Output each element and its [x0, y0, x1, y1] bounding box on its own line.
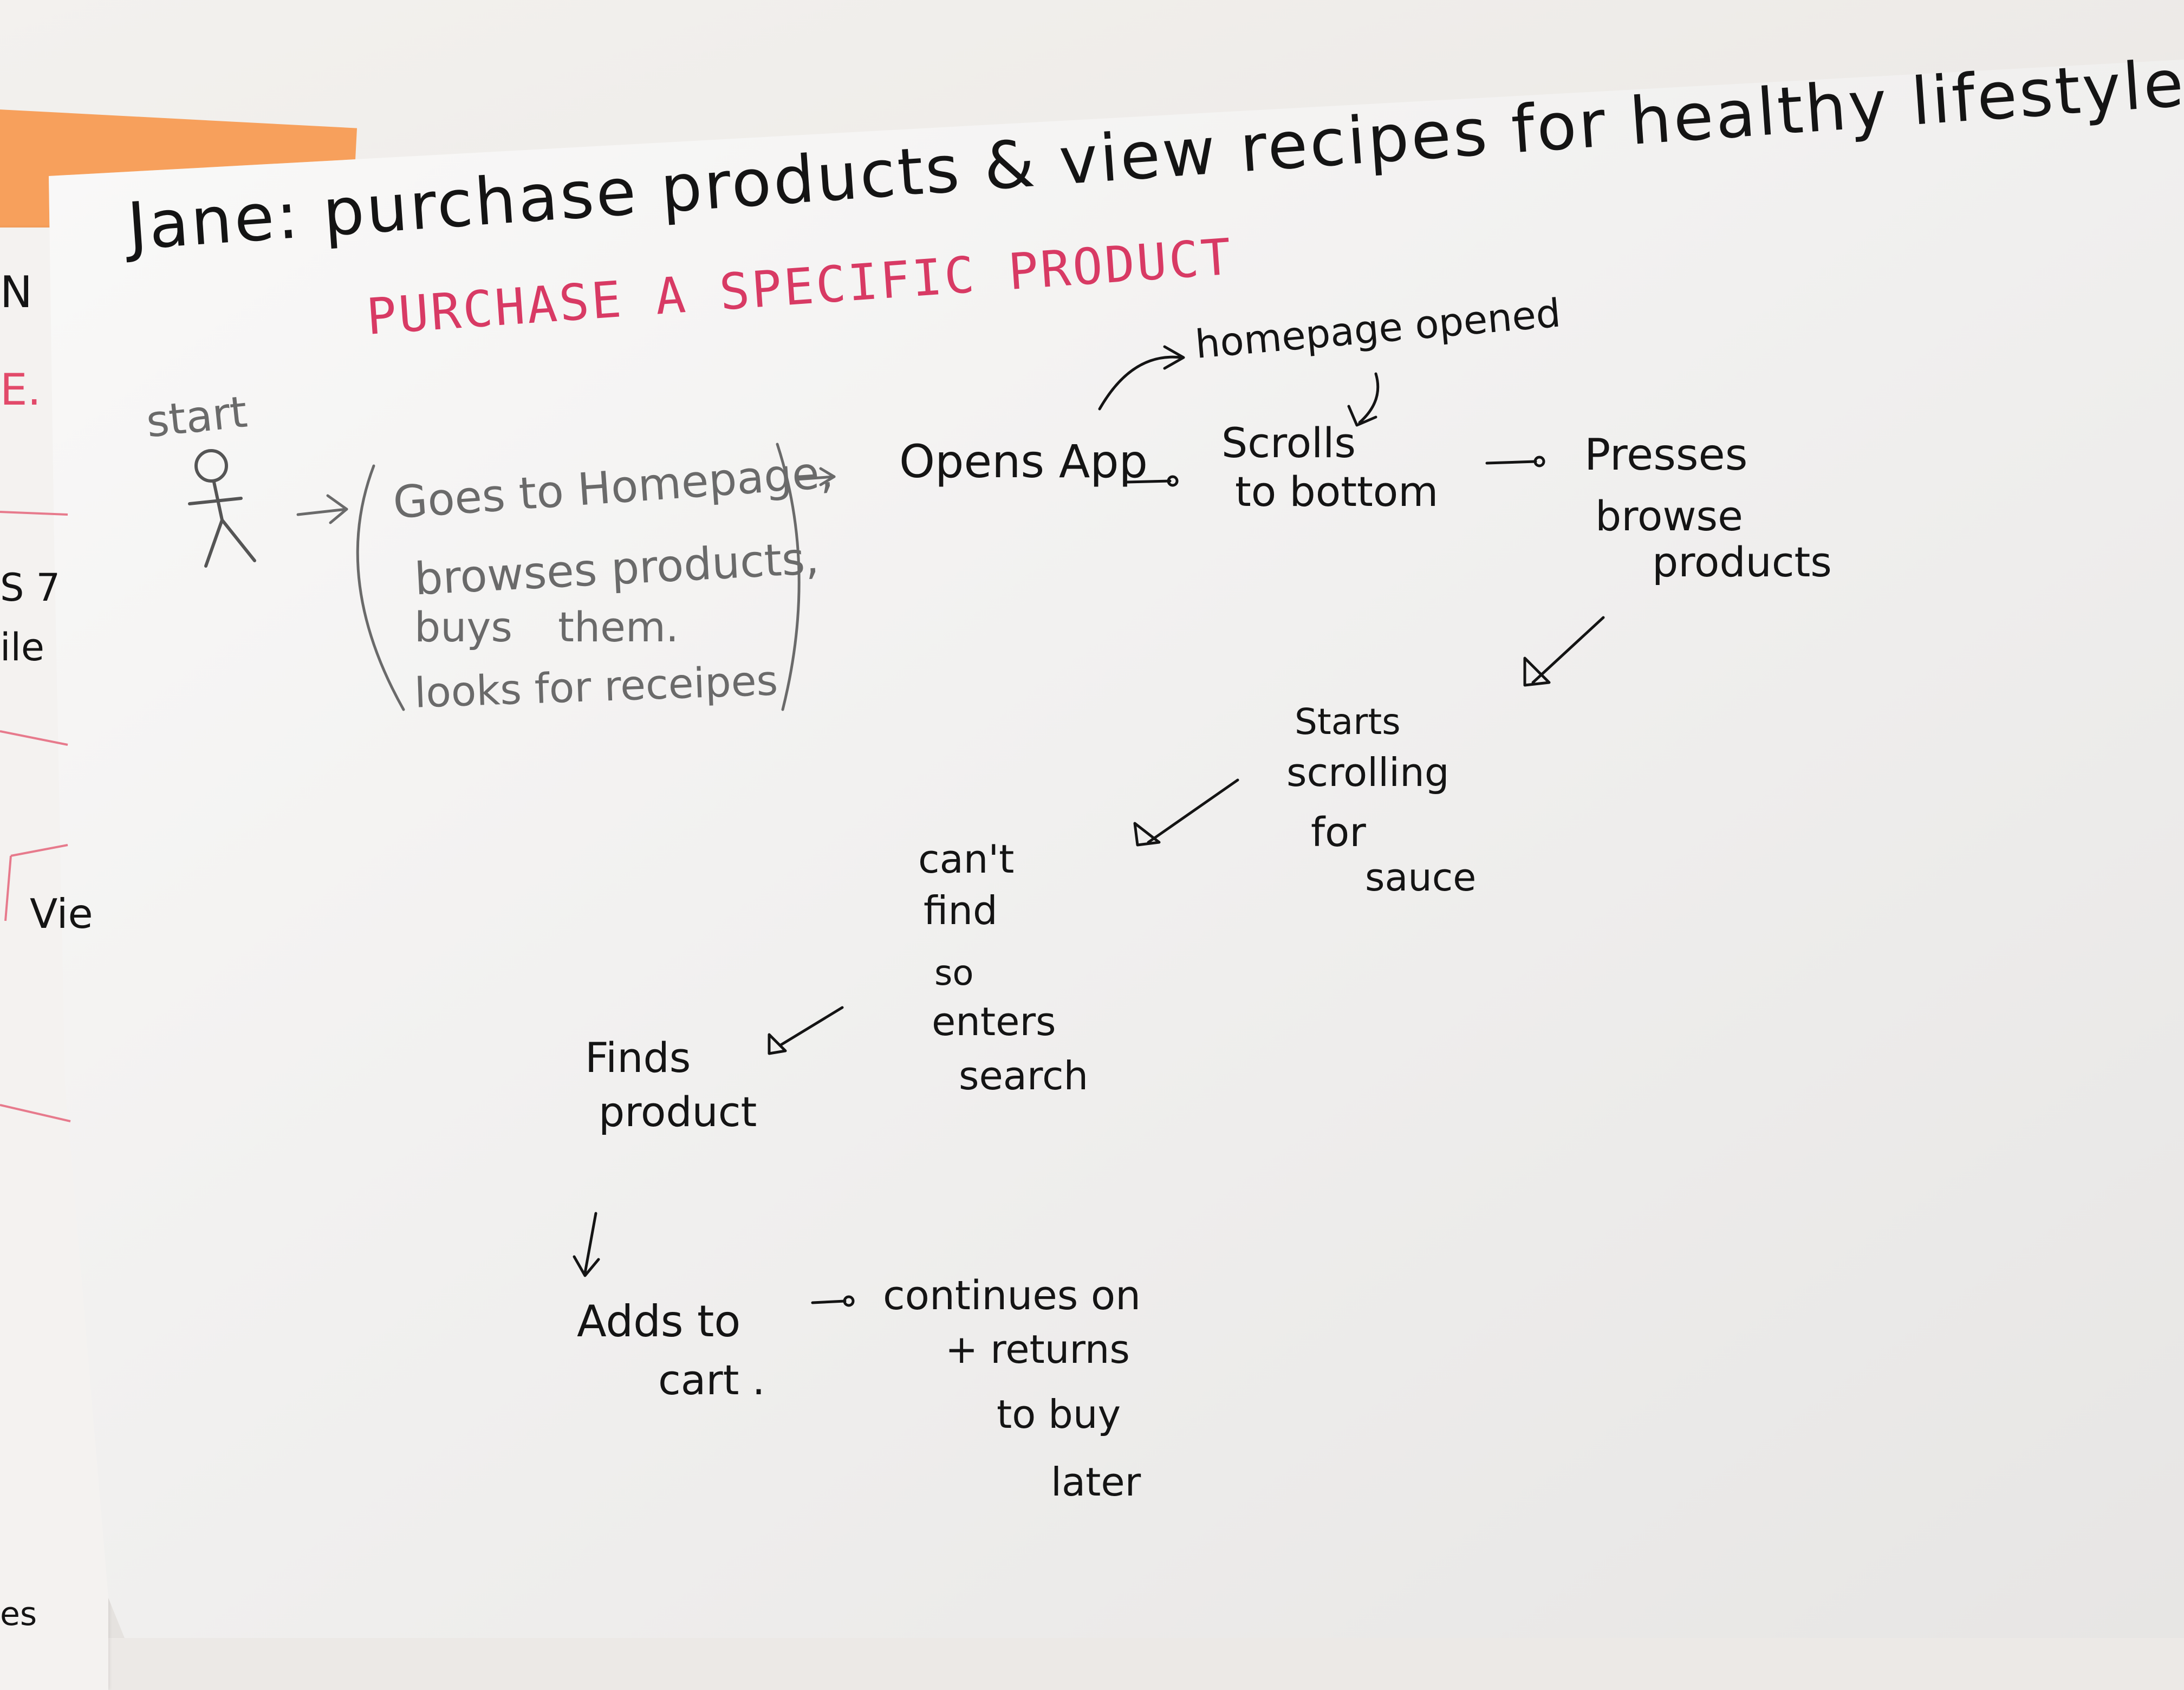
step-cant-find: enters	[932, 999, 1056, 1044]
step-adds-to-cart: cart .	[658, 1356, 765, 1404]
step-continues: continues on	[883, 1272, 1141, 1319]
step-scrolls: Scrolls	[1221, 419, 1356, 467]
left-fragment: E.	[0, 365, 41, 415]
step-starts-scrolling: Starts	[1295, 701, 1401, 743]
step-scrolls: to bottom	[1235, 467, 1439, 516]
step-presses: browse	[1595, 492, 1743, 540]
step-finds-product: product	[599, 1088, 757, 1136]
left-fragment: N	[0, 267, 32, 317]
step-continues: later	[1051, 1459, 1141, 1505]
step-presses: products	[1652, 538, 1832, 586]
step-starts-scrolling: for	[1311, 809, 1366, 856]
step-starts-scrolling: scrolling	[1286, 750, 1450, 795]
flow-arrows	[296, 345, 1605, 1307]
step-cant-find: find	[924, 888, 998, 933]
step-continues: + returns	[945, 1327, 1130, 1372]
left-fragment: es	[0, 1595, 37, 1633]
left-sheet-lines	[0, 511, 71, 1122]
scenario-line: buys them.	[414, 603, 679, 651]
step-cant-find: search	[959, 1053, 1089, 1098]
step-continues: to buy	[997, 1392, 1121, 1437]
left-fragment: ile	[0, 625, 44, 670]
stick-figure-icon	[188, 449, 256, 568]
step-presses: Presses	[1584, 430, 1748, 480]
step-finds-product: Finds	[585, 1034, 691, 1082]
left-fragment: S 7	[0, 566, 61, 610]
step-adds-to-cart: Adds to	[577, 1296, 741, 1347]
step-opens-app: Opens App	[899, 435, 1148, 488]
step-cant-find: so	[934, 953, 974, 993]
left-fragment: Vie	[30, 890, 93, 938]
step-cant-find: can't	[918, 836, 1015, 882]
main-paper-sheet	[49, 60, 2184, 1638]
step-starts-scrolling: sauce	[1365, 855, 1477, 900]
